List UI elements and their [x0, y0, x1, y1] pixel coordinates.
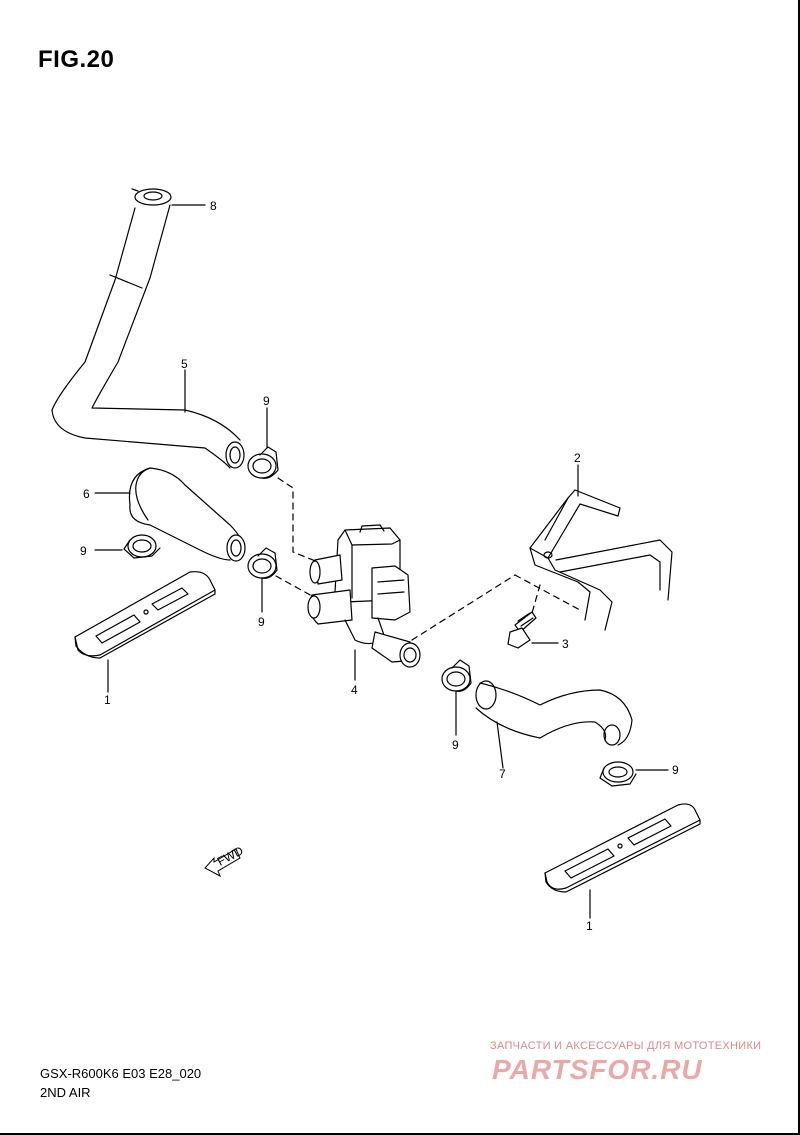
watermark-tagline: ЗАПЧАСТИ И АКСЕССУАРЫ ДЛЯ МОТОТЕХНИКИ: [490, 1040, 762, 1052]
bracket-part-2[interactable]: [529, 489, 673, 631]
hose-part-5[interactable]: [51, 204, 245, 469]
hose-part-6[interactable]: [128, 467, 246, 562]
cap-part-8[interactable]: [131, 188, 172, 206]
callout-2: 2: [574, 451, 581, 465]
callout-6: 6: [83, 487, 90, 501]
fwd-arrow-icon: FWD: [204, 843, 246, 878]
bolt-part-3[interactable]: [507, 611, 537, 649]
frame-right-edge: [798, 0, 800, 1135]
clamp-part-9-e[interactable]: [599, 761, 637, 787]
watermark-logo: PARTSFOR.RU: [492, 1054, 703, 1085]
plate-part-1-b[interactable]: [544, 803, 701, 893]
figure-title: FIG.20: [38, 46, 115, 73]
group-name: 2ND AIR: [40, 1085, 91, 1100]
callout-9-a: 9: [263, 394, 270, 408]
callout-8: 8: [210, 199, 217, 213]
fwd-label: FWD: [215, 843, 246, 868]
callout-5: 5: [181, 357, 188, 371]
callout-9-b: 9: [258, 615, 265, 629]
clamp-part-9-a[interactable]: [247, 446, 279, 479]
leader-7: [496, 721, 504, 769]
callout-9-c: 9: [80, 544, 87, 558]
hose-part-7[interactable]: [475, 680, 633, 746]
callout-1-b: 1: [586, 919, 593, 933]
clamp-part-9-b[interactable]: [247, 547, 278, 579]
callout-9-e: 9: [672, 763, 679, 777]
model-code: GSX-R600K6 E03 E28_020: [40, 1066, 202, 1081]
callout-1-a: 1: [104, 693, 111, 707]
clamp-part-9-d[interactable]: [441, 659, 472, 692]
callout-7: 7: [499, 767, 506, 781]
callout-4: 4: [351, 683, 358, 697]
assembly-guides: [275, 477, 581, 641]
plate-part-1-a[interactable]: [74, 571, 216, 659]
valve-part-4[interactable]: [307, 524, 421, 668]
callout-9-d: 9: [452, 738, 459, 752]
clamp-part-9-c[interactable]: [123, 534, 161, 559]
frame-bottom-edge: [0, 1133, 800, 1135]
callout-3: 3: [562, 637, 569, 651]
